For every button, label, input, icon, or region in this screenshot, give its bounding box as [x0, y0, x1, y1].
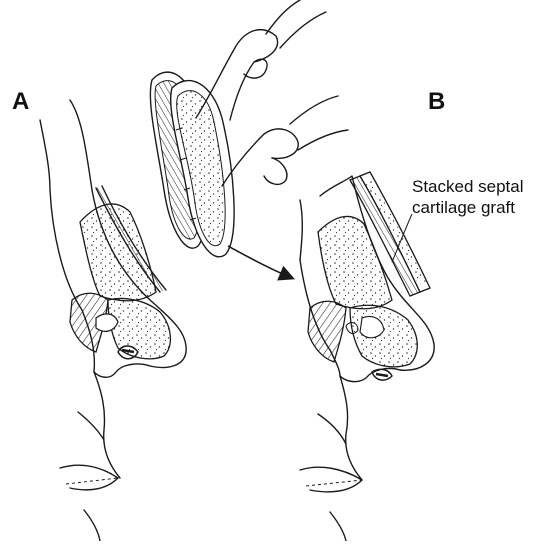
panel-b-label: B — [428, 88, 445, 116]
arrow-icon — [228, 246, 292, 278]
stacked-graft-in-hand — [150, 0, 348, 257]
graft-callout: Stacked septal cartilage graft — [412, 176, 554, 218]
nose-profile-b — [300, 172, 434, 541]
callout-line-2: cartilage graft — [412, 197, 554, 218]
callout-line-1: Stacked septal — [412, 176, 554, 197]
panel-a-label: A — [12, 88, 29, 116]
